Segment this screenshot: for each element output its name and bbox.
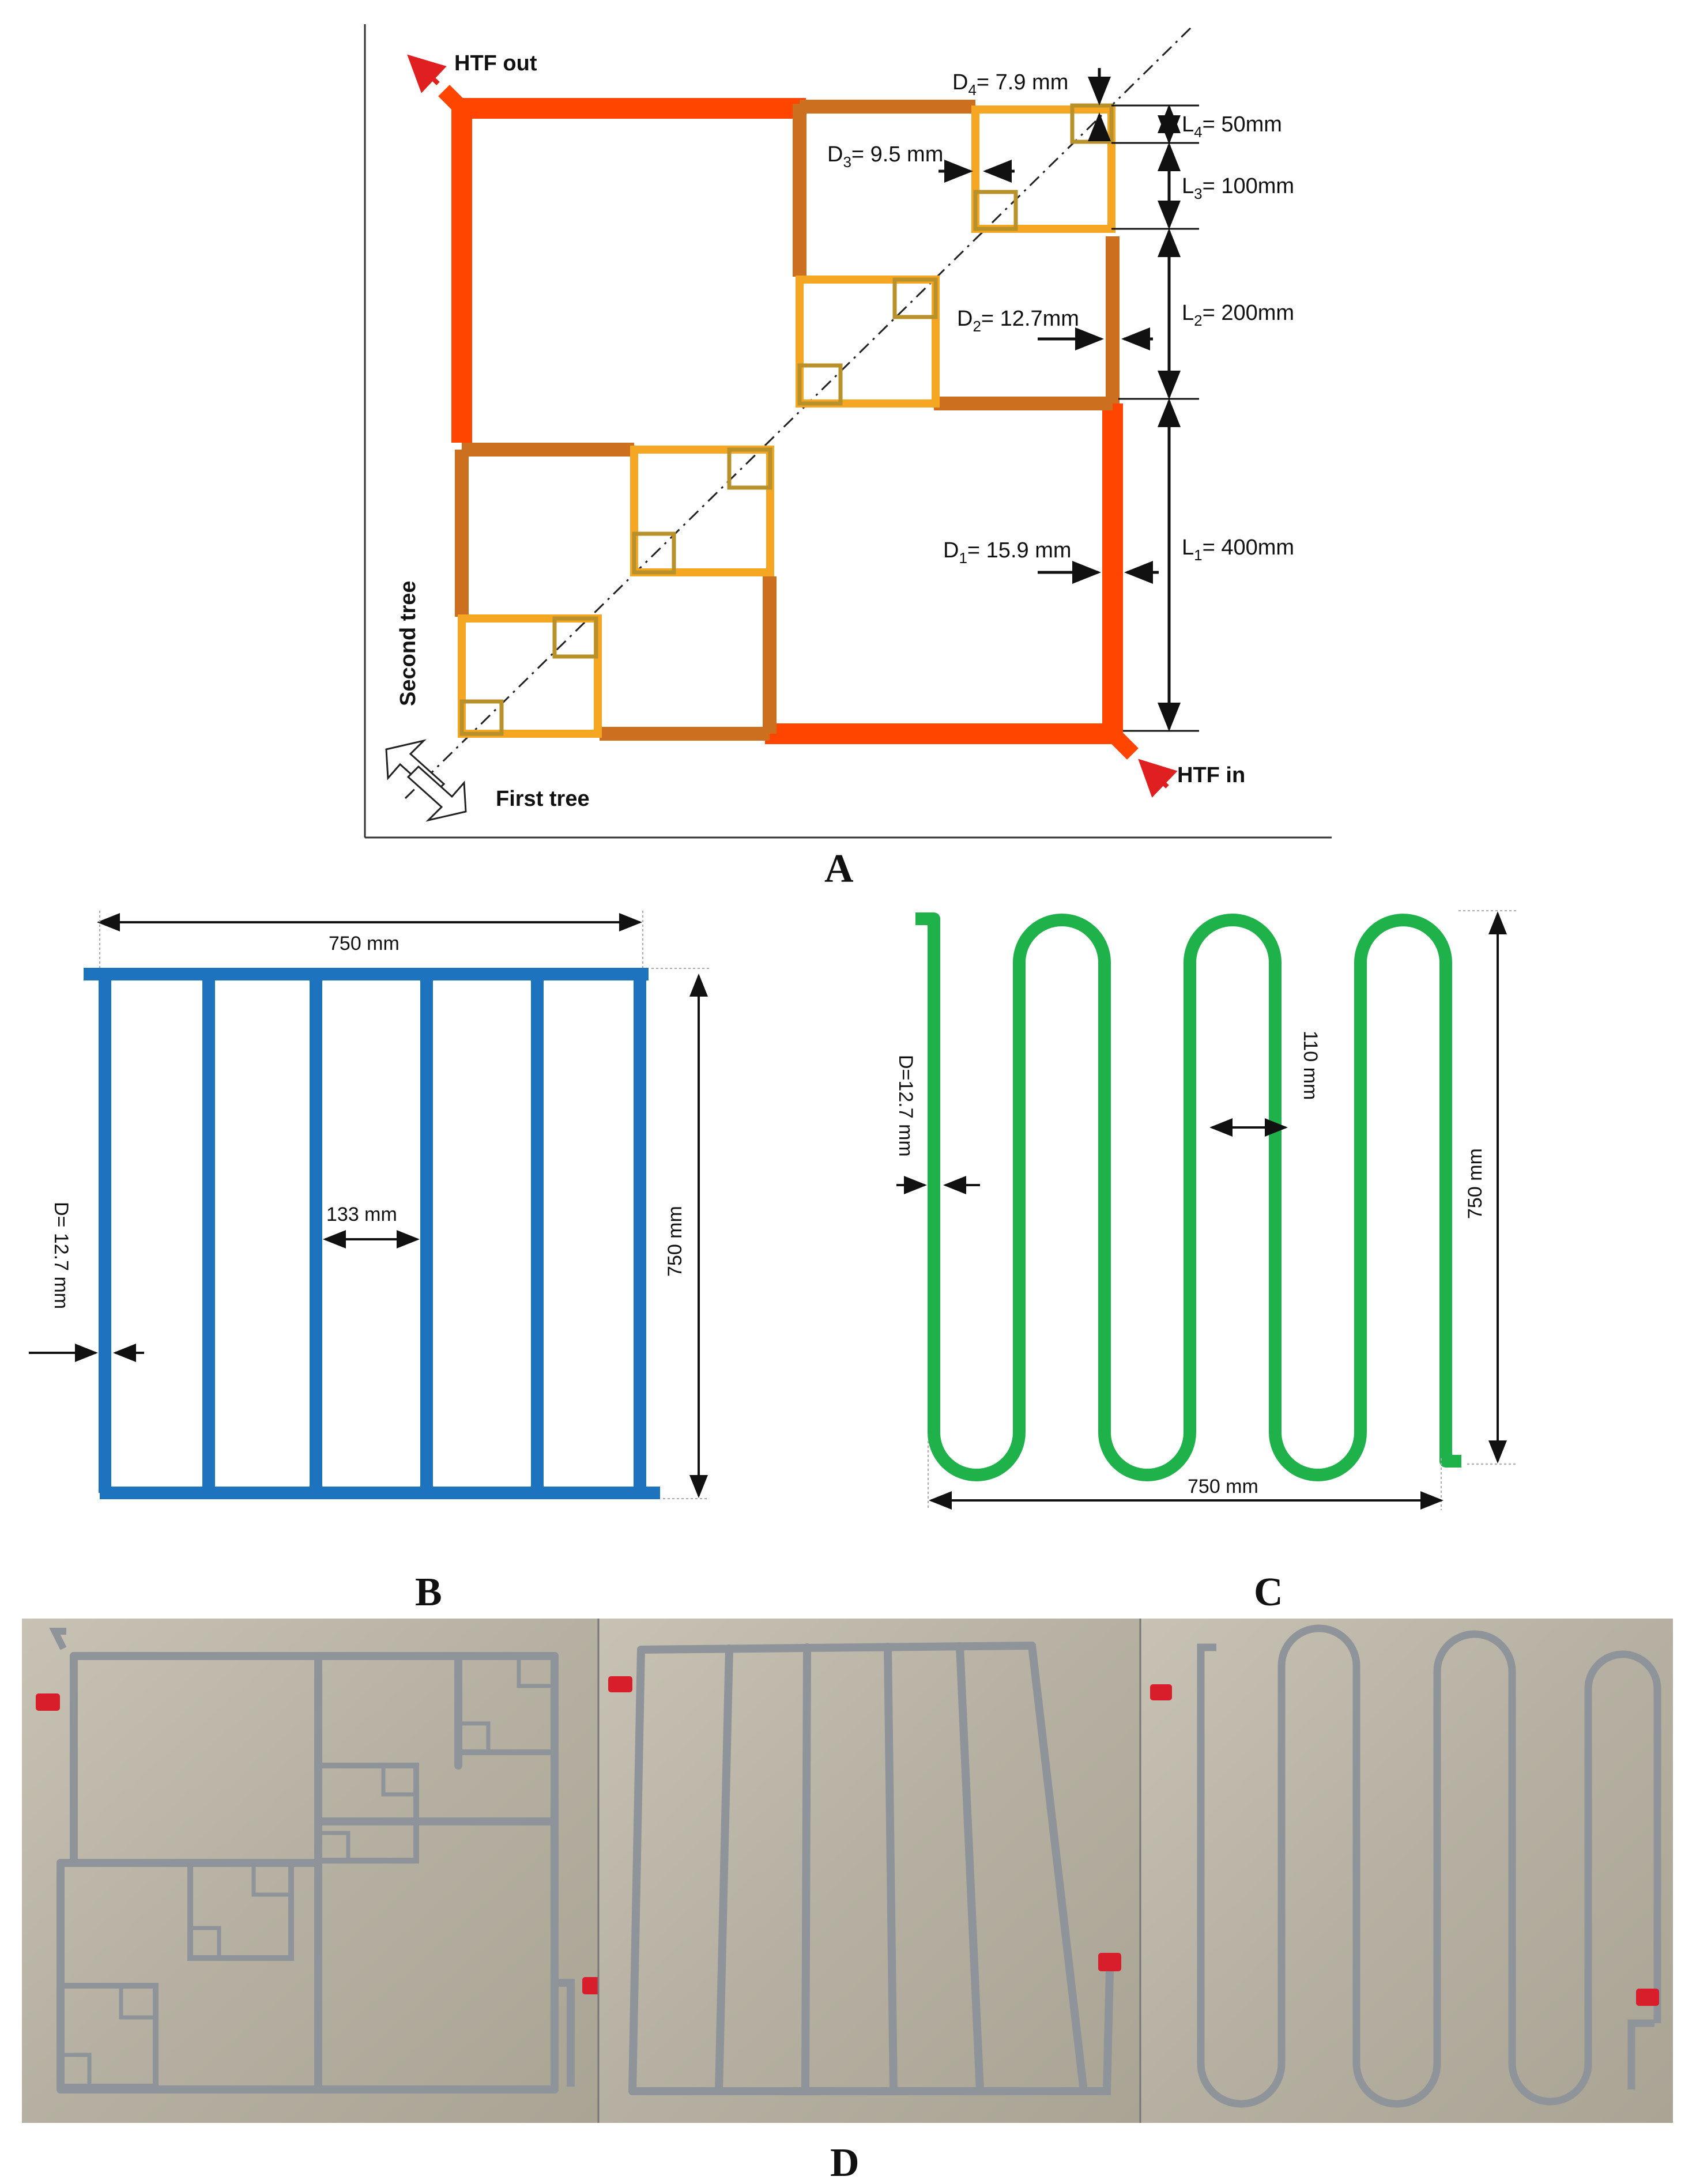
c-spacing-label: 110 mm bbox=[1299, 1031, 1321, 1100]
c-serpentine-pipe bbox=[915, 912, 1461, 1481]
l4-label: L4= 50mm bbox=[1182, 112, 1282, 141]
photo-fractal-tree bbox=[22, 1619, 603, 2123]
svg-text:D3= 9.5 mm: D3= 9.5 mm bbox=[827, 142, 943, 171]
b-height-label: 750 mm bbox=[664, 1206, 686, 1277]
d4-label: D4= 7.9 mm bbox=[952, 70, 1068, 99]
l2-label: L2= 200mm bbox=[1182, 301, 1294, 329]
level-3-pipes bbox=[458, 105, 1115, 738]
svg-text:L1= 400mm: L1= 400mm bbox=[1182, 535, 1294, 564]
level-4-pipes bbox=[459, 103, 1114, 736]
b-pipe-grid bbox=[84, 968, 660, 1499]
d2-label: D2= 12.7mm bbox=[957, 307, 1079, 335]
first-tree-label: First tree bbox=[496, 787, 590, 811]
panel-a-letter: A bbox=[824, 847, 854, 891]
l1-label: L1= 400mm bbox=[1182, 535, 1294, 564]
photo3-inlet-cap-icon bbox=[1150, 1684, 1172, 1700]
b-width-label: 750 mm bbox=[329, 933, 399, 955]
panel-a: HTF out HTF in Second tree First tree D4… bbox=[364, 23, 1332, 891]
panel-d-letter: D bbox=[830, 2141, 860, 2184]
svg-text:D4= 7.9 mm: D4= 7.9 mm bbox=[952, 70, 1068, 99]
first-tree-arrow-icon bbox=[406, 765, 467, 822]
panel-b-letter: B bbox=[415, 1570, 442, 1615]
level-1-pipes bbox=[438, 85, 1139, 760]
panel-c: 750 mm 750 mm 110 mm D=12.7 mm C bbox=[895, 910, 1516, 1615]
c-diameter-label: D=12.7 mm bbox=[895, 1055, 917, 1157]
symmetry-line bbox=[404, 23, 1196, 799]
d3-label: D3= 9.5 mm bbox=[827, 142, 943, 171]
c-height-label: 750 mm bbox=[1464, 1148, 1486, 1219]
second-tree-label: Second tree bbox=[396, 580, 420, 706]
photo1-inlet-cap-icon bbox=[36, 1693, 60, 1711]
htf-out-label: HTF out bbox=[454, 51, 537, 76]
l3-label: L3= 100mm bbox=[1182, 174, 1294, 202]
b-spacing-label: 133 mm bbox=[326, 1204, 397, 1225]
panel-b: 750 mm 750 mm 133 mm D= 12.7 mm B bbox=[29, 911, 709, 1615]
svg-text:L3= 100mm: L3= 100mm bbox=[1182, 174, 1294, 202]
htf-in-label: HTF in bbox=[1177, 763, 1245, 787]
photo-serpentine bbox=[1140, 1619, 1673, 2123]
photo-parallel-grid bbox=[598, 1619, 1140, 2123]
c-width-label: 750 mm bbox=[1188, 1476, 1258, 1498]
panel-d: D bbox=[22, 1619, 1673, 2184]
photo2-outlet-cap-icon bbox=[1098, 1953, 1121, 1971]
svg-text:L4= 50mm: L4= 50mm bbox=[1182, 112, 1282, 141]
photo2-inlet-cap-icon bbox=[608, 1676, 632, 1692]
svg-text:D2= 12.7mm: D2= 12.7mm bbox=[957, 307, 1079, 335]
svg-text:L2= 200mm: L2= 200mm bbox=[1182, 301, 1294, 329]
level-2-pipes bbox=[455, 100, 1120, 741]
htf-out-arrow bbox=[407, 54, 447, 93]
htf-in-arrow bbox=[1138, 759, 1178, 798]
panel-c-letter: C bbox=[1254, 1570, 1283, 1615]
length-extension-lines bbox=[1111, 104, 1199, 732]
d1-label: D1= 15.9 mm bbox=[943, 538, 1072, 567]
b-diameter-label: D= 12.7 mm bbox=[50, 1202, 72, 1309]
svg-text:D1= 15.9 mm: D1= 15.9 mm bbox=[943, 538, 1072, 567]
photo3-outlet-cap-icon bbox=[1636, 1989, 1659, 2006]
